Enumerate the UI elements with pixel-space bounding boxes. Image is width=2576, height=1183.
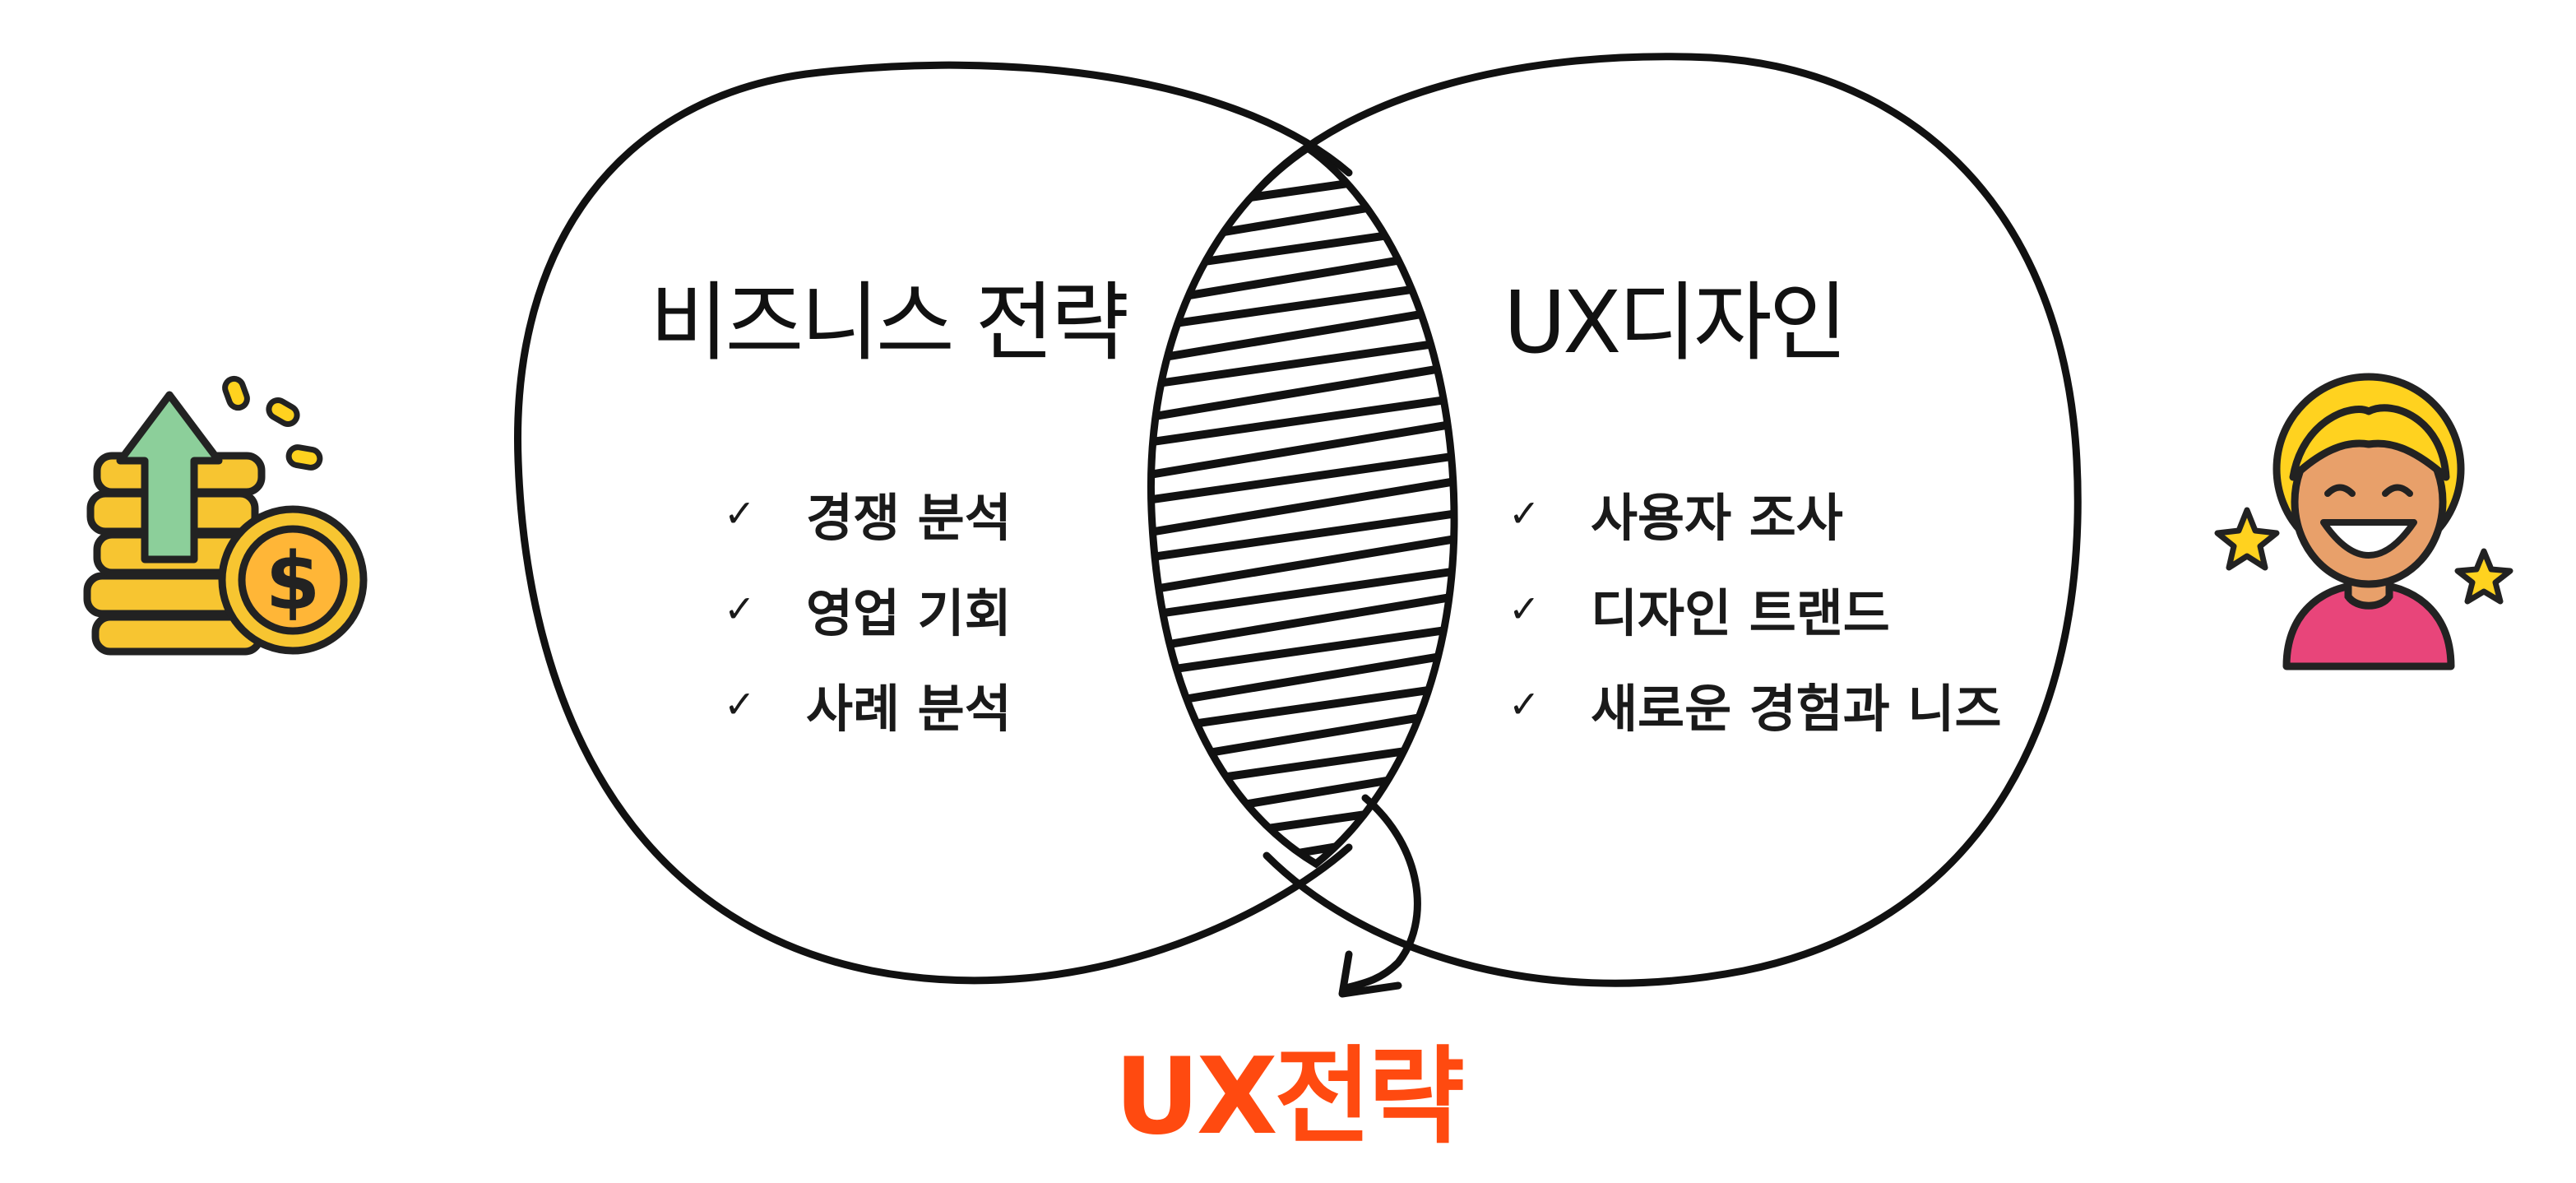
right-circle-list: ✓ 사용자 조사 ✓ 디자인 트랜드 ✓ 새로운 경험과 니즈 [1508, 466, 2002, 752]
check-icon: ✓ [724, 682, 756, 726]
arrow-head [1338, 950, 1402, 998]
check-icon: ✓ [1508, 587, 1541, 631]
list-item: ✓ 사용자 조사 [1508, 466, 2002, 561]
curved-arrow [1345, 794, 1421, 991]
list-item-label: 경쟁 분석 [806, 488, 1012, 548]
list-item: ✓ 경쟁 분석 [724, 466, 1012, 561]
list-item: ✓ 영업 기회 [724, 561, 1012, 656]
right-circle-title: UX디자인 [1503, 272, 1847, 373]
check-icon: ✓ [724, 491, 756, 536]
list-item-label: 영업 기회 [806, 583, 1012, 643]
intersection-hatching [1151, 160, 1455, 864]
check-icon: ✓ [1508, 491, 1541, 536]
svg-text:$: $ [266, 536, 321, 628]
happy-person-icon [2212, 362, 2525, 678]
list-item: ✓ 디자인 트랜드 [1508, 561, 2002, 656]
money-growth-icon: $ [79, 370, 383, 678]
check-icon: ✓ [724, 587, 756, 631]
list-item: ✓ 사례 분석 [724, 656, 1012, 752]
list-item-label: 디자인 트랜드 [1591, 583, 1890, 643]
right-circle [1254, 53, 2082, 987]
left-circle-title: 비즈니스 전략 [650, 272, 1129, 373]
list-item-label: 사용자 조사 [1591, 488, 1843, 548]
left-circle-list: ✓ 경쟁 분석 ✓ 영업 기회 ✓ 사례 분석 [724, 466, 1012, 752]
left-circle [514, 61, 1353, 985]
list-item-label: 사례 분석 [806, 679, 1012, 739]
list-item-label: 새로운 경험과 니즈 [1591, 679, 2002, 739]
check-icon: ✓ [1508, 682, 1541, 726]
list-item: ✓ 새로운 경험과 니즈 [1508, 656, 2002, 752]
result-label: UX전략 [1114, 1036, 1465, 1158]
